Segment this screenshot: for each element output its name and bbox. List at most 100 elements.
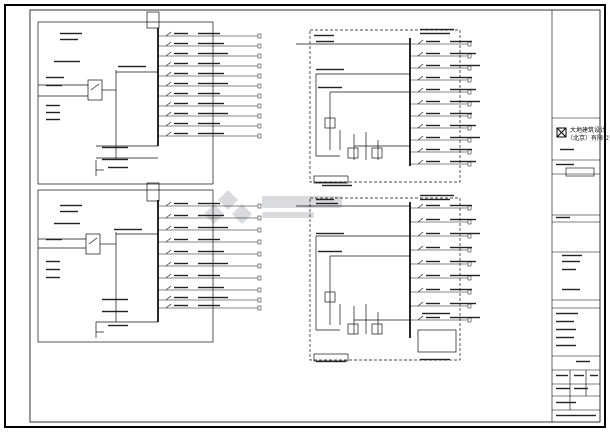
tiny-text-mark (60, 38, 78, 41)
tiny-text-mark (46, 76, 64, 79)
tiny-text-mark (174, 122, 188, 125)
tiny-text-mark (450, 136, 480, 139)
tiny-text-mark (420, 28, 454, 31)
breaker-icon (165, 295, 172, 301)
terminal-mark (257, 123, 262, 129)
tiny-text-mark (450, 124, 476, 127)
tiny-text-mark (318, 86, 342, 89)
tiny-text-mark (174, 52, 188, 55)
tiny-text-mark (420, 194, 454, 197)
terminal-mark (467, 77, 472, 83)
tiny-text-mark (174, 238, 188, 241)
breaker-icon (165, 101, 172, 107)
tiny-text-mark (174, 42, 188, 45)
tiny-text-mark (198, 296, 228, 299)
tiny-text-mark (60, 204, 82, 207)
tiny-text-mark (562, 268, 576, 271)
tiny-text-mark (198, 286, 224, 289)
tiny-text-mark (46, 260, 60, 263)
company-logo-icon (556, 127, 567, 138)
terminal-mark (467, 41, 472, 47)
tiny-text-mark (174, 112, 188, 115)
tiny-text-mark (450, 218, 476, 221)
breaker-icon (417, 245, 424, 251)
breaker-icon (417, 99, 424, 105)
tiny-text-mark (198, 304, 220, 307)
tiny-text-mark (46, 84, 62, 87)
tiny-text-mark (174, 62, 188, 65)
tiny-text-mark (316, 202, 338, 205)
tiny-text-mark (174, 262, 188, 265)
terminal-mark (467, 149, 472, 155)
tiny-text-mark (54, 60, 80, 63)
tiny-text-mark (556, 401, 576, 404)
tiny-text-mark (198, 250, 224, 253)
tiny-text-mark (426, 160, 440, 163)
tiny-text-mark (450, 302, 476, 305)
tiny-text-mark (426, 274, 440, 277)
tiny-text-mark (450, 64, 480, 67)
terminal-mark (467, 303, 472, 309)
terminal-mark (257, 83, 262, 89)
terminal-mark (257, 275, 262, 281)
circuit-rows-left-top (158, 31, 262, 139)
tiny-text-mark (198, 42, 224, 45)
tiny-text-mark (198, 274, 220, 277)
tiny-text-mark (426, 100, 440, 103)
tiny-text-mark (102, 146, 128, 149)
breaker-icon (165, 71, 172, 77)
tiny-text-mark (102, 310, 128, 313)
breaker-icon (165, 41, 172, 47)
terminal-mark (257, 53, 262, 59)
terminal-mark (257, 113, 262, 119)
tiny-text-mark (198, 214, 224, 217)
breaker-icon (165, 131, 172, 137)
tiny-text-mark (198, 238, 220, 241)
tiny-text-mark (426, 52, 440, 55)
tiny-text-mark (46, 276, 60, 279)
tiny-text-mark (102, 298, 128, 301)
breaker-icon (417, 135, 424, 141)
breaker-icon (165, 61, 172, 67)
tiny-text-mark (316, 360, 346, 363)
tiny-text-mark (198, 202, 220, 205)
tiny-text-mark (562, 288, 580, 291)
tiny-text-mark (556, 312, 578, 315)
tiny-text-mark (420, 198, 450, 201)
breaker-icon (417, 123, 424, 129)
tiny-text-mark (114, 228, 142, 231)
tiny-text-mark (60, 32, 82, 35)
tiny-text-mark (426, 148, 440, 151)
tiny-text-mark (450, 274, 480, 277)
tiny-text-mark (426, 302, 440, 305)
tiny-text-mark (316, 181, 346, 184)
breaker-icon (417, 273, 424, 279)
breaker-icon (417, 301, 424, 307)
tiny-text-mark (102, 158, 128, 161)
outer-frame (4, 4, 606, 428)
tiny-text-mark (450, 148, 472, 151)
tiny-text-mark (198, 262, 228, 265)
tiny-text-mark (198, 32, 220, 35)
breaker-icon (417, 87, 424, 93)
tiny-text-mark (108, 166, 128, 169)
terminal-mark (257, 305, 262, 311)
terminal-mark (467, 247, 472, 253)
tiny-text-mark (560, 148, 574, 151)
breaker-icon (417, 63, 424, 69)
breaker-icon (417, 111, 424, 117)
tiny-text-mark (422, 312, 450, 315)
breaker-icon (417, 315, 424, 321)
tiny-text-mark (174, 72, 188, 75)
terminal-mark (257, 239, 262, 245)
tiny-text-mark (450, 40, 472, 43)
breaker-icon (165, 111, 172, 117)
tiny-text-mark (556, 163, 574, 166)
tiny-text-mark (174, 274, 188, 277)
tiny-text-mark (426, 204, 440, 207)
watermark-logo-icon (204, 190, 342, 224)
breaker-icon (417, 217, 424, 223)
tiny-text-mark (426, 64, 440, 67)
tiny-text-mark (174, 92, 188, 95)
